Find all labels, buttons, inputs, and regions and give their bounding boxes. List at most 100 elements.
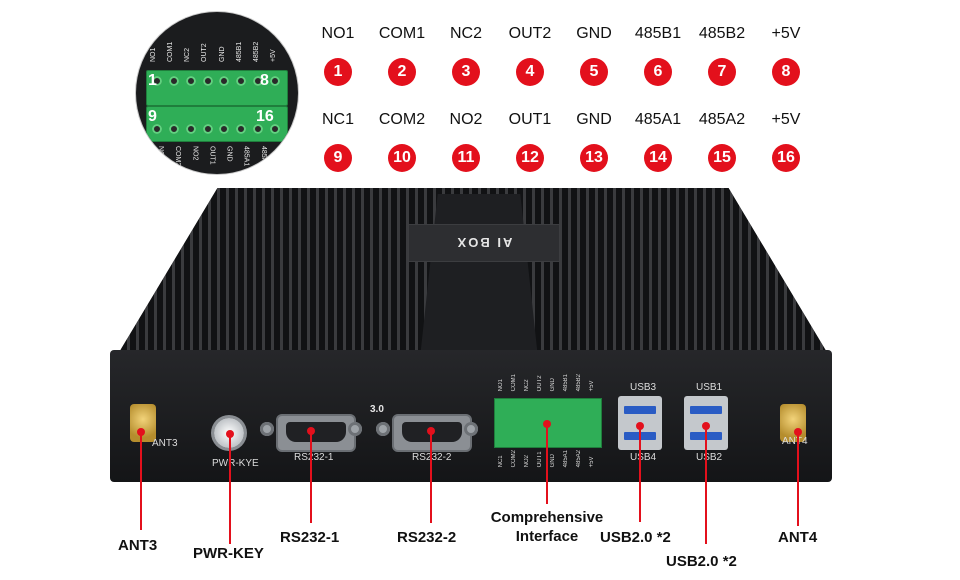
terminal-screws-upper: [152, 76, 280, 86]
pin-number-badge: 11: [452, 144, 480, 172]
pin-number-badge: 16: [772, 144, 800, 172]
inset-label: 485A1: [242, 146, 250, 167]
pin-name: 485B2: [698, 25, 746, 42]
inset-label: GND: [225, 146, 233, 162]
inset-pin-number: 1: [148, 72, 157, 89]
pin-number-badge: 8: [772, 58, 800, 86]
pin-number-badge: 4: [516, 58, 544, 86]
pin-number-badge: 1: [324, 58, 352, 86]
screw-icon: [464, 422, 478, 436]
pin-legend-item: +5V 8: [754, 24, 818, 86]
callout-rs232-1: RS232-1: [280, 529, 340, 546]
panel-terminal-label: NC2: [524, 379, 530, 392]
pin-name: 485A1: [634, 111, 682, 128]
screw-icon: [260, 422, 274, 436]
pin-name: +5V: [771, 111, 801, 128]
pin-legend-item: NC1 9: [306, 110, 370, 172]
pin-name: OUT1: [508, 111, 552, 128]
pin-name: NO1: [321, 25, 355, 42]
panel-terminal-label: NO1: [498, 379, 504, 392]
callout-line-rs232-1: [310, 431, 312, 523]
pin-legend-item: NC2 3: [434, 24, 498, 86]
panel-label-usb3: USB3: [630, 382, 657, 393]
inset-label: NO2: [191, 146, 199, 161]
pin-number-badge: 9: [324, 144, 352, 172]
panel-label-rs232-1: RS232-1: [294, 452, 334, 463]
callout-line-pwr-key: [229, 434, 231, 544]
inset-pin-number: 16: [256, 108, 274, 125]
inset-label: +5V: [276, 146, 284, 159]
panel-terminal-label: NO2: [524, 455, 530, 468]
pin-legend-item: 485B1 6: [626, 24, 690, 86]
pin-name: COM2: [378, 111, 426, 128]
callout-rs232-2: RS232-2: [397, 529, 457, 546]
pin-legend-item: COM1 2: [370, 24, 434, 86]
antenna-connector-ant3: [130, 404, 156, 442]
inset-bottom-labels: NC1 COM2 NO2 OUT1 GND 485A1 485A2 +5V: [150, 146, 284, 168]
pin-name: +5V: [771, 25, 801, 42]
callout-usb-b: USB2.0 *2: [666, 553, 737, 570]
inset-label: NC1: [157, 146, 164, 161]
panel-label-usb4: USB4: [630, 452, 657, 463]
pin-name: NC2: [449, 25, 482, 42]
inset-pin-number: 8: [260, 72, 269, 89]
panel-terminal-label: 485B1: [563, 374, 569, 392]
pin-legend-item: COM2 10: [370, 110, 434, 172]
callout-pwr-key: PWR-KEY: [193, 545, 264, 562]
pin-legend-item: NO1 1: [306, 24, 370, 86]
pin-number-badge: 10: [388, 144, 416, 172]
pin-number-badge: 13: [580, 144, 608, 172]
terminal-block-closeup: NO1 COM1 NC2 OUT2 GND 485B1 485B2 +5V 1 …: [136, 12, 298, 174]
pin-name: 485A2: [698, 111, 746, 128]
pin-name: 485B1: [634, 25, 682, 42]
panel-terminal-label: COM1: [511, 374, 517, 392]
pin-legend-row-1: NO1 1 COM1 2 NC2 3 OUT2 4 GND 5 485B1 6 485B2 7…: [306, 24, 818, 86]
inset-pin-number: 9: [148, 108, 157, 125]
pin-number-badge: 5: [580, 58, 608, 86]
pin-number-badge: 6: [644, 58, 672, 86]
callout-ant3: ANT3: [118, 537, 158, 554]
callout-interface-line1: Comprehensive: [490, 509, 604, 526]
panel-label-usb2: USB2: [696, 452, 723, 463]
panel-label-ant4: ANT4: [782, 436, 808, 447]
pin-name: COM1: [378, 25, 426, 42]
pin-number-badge: 7: [708, 58, 736, 86]
rs232-1-port: [276, 414, 356, 452]
screw-icon: [348, 422, 362, 436]
callout-ant4: ANT4: [778, 529, 818, 546]
pin-legend-item: 485A1 14: [626, 110, 690, 172]
panel-label-usb-version: 3.0: [370, 404, 384, 415]
pin-name: NO2: [449, 111, 483, 128]
callout-line-interface: [546, 424, 548, 504]
pin-legend-item: 485B2 7: [690, 24, 754, 86]
pin-legend-item: GND 13: [562, 110, 626, 172]
callout-line-rs232-2: [430, 431, 432, 523]
terminal-block-lower: [146, 106, 288, 142]
pin-number-badge: 2: [388, 58, 416, 86]
inset-label: OUT1: [208, 146, 216, 165]
pin-legend-item: NO2 11: [434, 110, 498, 172]
pin-legend-item: 485A2 15: [690, 110, 754, 172]
panel-terminal-label: COM2: [511, 450, 517, 468]
panel-terminal-label: OUT2: [537, 375, 543, 392]
panel-label-ant3: ANT3: [152, 438, 178, 449]
pin-legend-item: +5V 16: [754, 110, 818, 172]
screw-icon: [376, 422, 390, 436]
heatsink-center-spine: [420, 194, 538, 358]
pin-number-badge: 15: [708, 144, 736, 172]
pin-name: GND: [576, 111, 612, 128]
pin-name: OUT2: [508, 25, 552, 42]
callout-line-ant4: [797, 432, 799, 526]
callout-usb-a: USB2.0 *2: [600, 529, 671, 546]
inset-label: 485A2: [259, 146, 267, 167]
pin-number-badge: 3: [452, 58, 480, 86]
pin-number-badge: 14: [644, 144, 672, 172]
pin-legend-item: OUT2 4: [498, 24, 562, 86]
inset-label: COM2: [174, 146, 182, 167]
pin-name: NC1: [321, 111, 354, 128]
pin-name: GND: [576, 25, 612, 42]
panel-terminal-label: NC1: [498, 455, 504, 468]
